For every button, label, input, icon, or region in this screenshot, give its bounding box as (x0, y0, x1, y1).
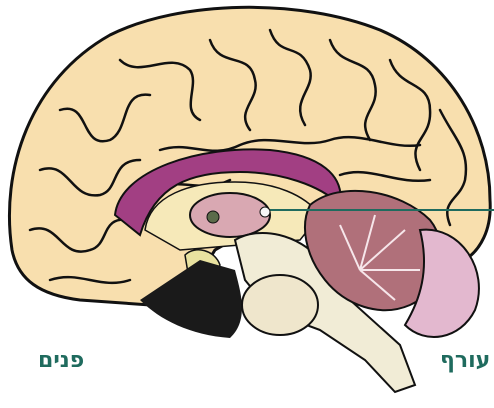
label-back: עורף (440, 348, 490, 373)
thalamus (190, 193, 270, 237)
interthalamic-adhesion (207, 211, 219, 223)
pons (242, 275, 318, 335)
pointer-dot (260, 207, 270, 217)
label-front: פנים (38, 348, 84, 373)
